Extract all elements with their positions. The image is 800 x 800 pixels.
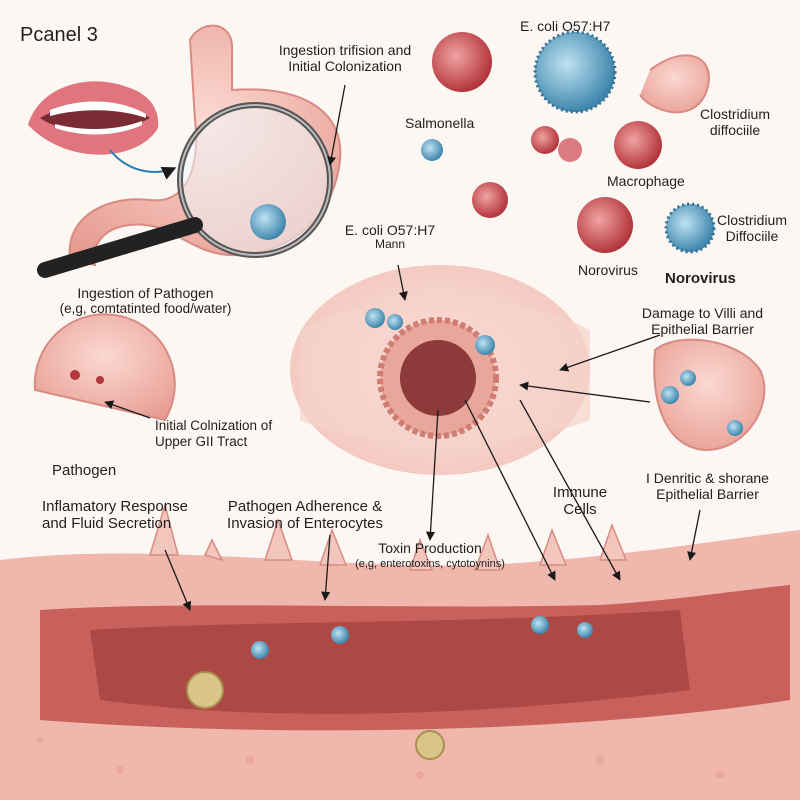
- label-toxin-sub: (e,g, enterotoxins, cytotoynins): [355, 558, 505, 570]
- label-norovirus-2: Norovirus: [665, 270, 736, 287]
- label-line: Clostridium: [699, 106, 770, 122]
- label-damage-villi: Damage to Villi and Epithelial Barrier: [615, 305, 790, 337]
- label-line: Epithelial Barrier: [656, 486, 759, 503]
- label-line: Clostridium: [716, 212, 787, 228]
- label-line: Diffociile: [725, 228, 779, 245]
- label-ecoli-top: E. coli O57:H7: [520, 18, 611, 34]
- label-line: Initial Colonization: [288, 58, 402, 75]
- panel-title: Pcanel 3: [20, 24, 98, 46]
- label-salmonella: Salmonella: [405, 115, 475, 131]
- label-line: diffociile: [709, 122, 761, 139]
- label-line: and Fluid Secretion: [42, 515, 172, 533]
- label-line: Initial Colnization of: [155, 418, 273, 433]
- label-line: Cells: [563, 501, 597, 519]
- label-line: I Denritic & shorane: [646, 470, 769, 486]
- label-line: E. coli O57:H7: [344, 222, 436, 238]
- label-initial-colonization: Initial Colnization of Upper GII Tract: [155, 418, 272, 449]
- label-line: Inflamatory Response: [42, 498, 188, 515]
- label-line: Epithelial Barrier: [651, 321, 754, 338]
- mouth-icon: [28, 81, 159, 155]
- label-inflammatory: Inflamatory Response and Fluid Secretion: [42, 498, 188, 533]
- label-clostridium-mid: Clostridium Diffociile: [712, 212, 792, 244]
- label-line: Pathogen Adherence &: [227, 498, 383, 515]
- intestine-section-icon: [290, 265, 590, 475]
- label-line: Ingestion trifision and: [278, 42, 412, 58]
- label-ingestion-colonization: Ingestion trifision and Initial Coloniza…: [260, 42, 430, 74]
- microbe-icon: [421, 30, 716, 254]
- label-ingestion-pathogen: Ingestion of Pathogen (e,g, comtatinted …: [18, 285, 273, 317]
- label-pathogen: Pathogen: [52, 462, 117, 479]
- magnifier-icon: [37, 102, 333, 278]
- label-toxin: Toxin Production: [378, 540, 482, 556]
- label-line: Mann: [374, 237, 406, 252]
- label-adherence: Pathogen Adherence & Invasion of Enteroc…: [205, 498, 405, 533]
- label-clostridium-top: Clostridium diffociile: [680, 106, 790, 138]
- label-line: Invasion of Enterocytes: [227, 515, 383, 533]
- label-immune-cells: Immune Cells: [545, 484, 615, 519]
- label-ecoli-mid: E. coli O57:H7 Mann: [330, 222, 450, 252]
- label-dendritic: I Denritic & shorane Epithelial Barrier: [620, 470, 795, 502]
- label-line: (e,g, comtatinted food/water): [59, 301, 232, 317]
- label-line: Immune: [552, 484, 608, 501]
- label-line: Upper GII Tract: [155, 433, 248, 449]
- label-line: Ingestion of Pathogen: [77, 285, 214, 301]
- label-norovirus-1: Norovirus: [578, 262, 638, 278]
- label-macrophage: Macrophage: [607, 173, 685, 189]
- label-line: Damage to Villi and: [641, 305, 764, 321]
